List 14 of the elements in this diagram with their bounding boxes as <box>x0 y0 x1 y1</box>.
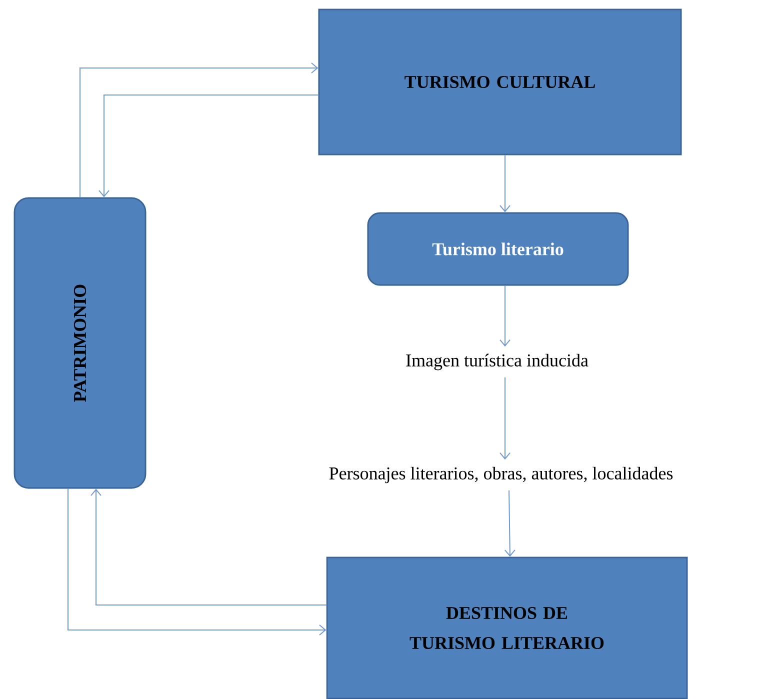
arrow <box>98 94 319 198</box>
rounded-box: PATRIMONIO <box>14 197 146 489</box>
arrow <box>500 285 510 347</box>
arrow <box>500 376 510 460</box>
rounded-box: Turismo literario <box>367 212 629 286</box>
process-box: TURISMO CULTURAL <box>318 8 682 156</box>
arrow <box>500 154 510 212</box>
process-box: DESTINOS DE TURISMO LITERARIO <box>326 556 688 699</box>
arrow <box>90 488 327 606</box>
flow-text: Personajes literarios, obras, autores, localidades <box>329 466 673 484</box>
arrow <box>80 62 318 198</box>
arrow <box>68 488 326 636</box>
arrow <box>504 490 516 557</box>
flow-text: Imagen turística inducida <box>406 354 588 370</box>
